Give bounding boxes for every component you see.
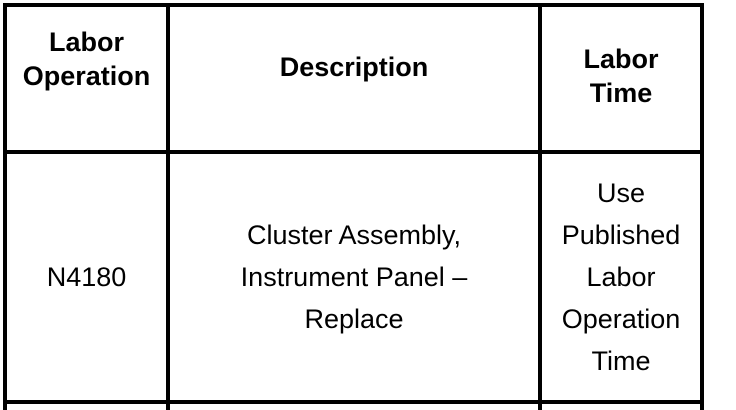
column-header-description: Description (170, 7, 542, 154)
cell-description: Cluster Assembly, Instrument Panel – Rep… (170, 154, 542, 400)
column-header-labor-operation: Labor Operation (7, 7, 170, 154)
table-border-stub-col1 (166, 404, 170, 410)
table-border-stub-right (700, 404, 704, 410)
cell-labor-time: Use Published Labor Operation Time (561, 178, 681, 376)
labor-operations-table: Labor Operation Description Labor Time N… (3, 3, 704, 404)
column-header-labor-time: Labor Time (542, 7, 700, 154)
table-border-stub-left (3, 404, 7, 410)
table-border-stub-col2 (538, 404, 542, 410)
cell-labor-operation-code: N4180 (7, 154, 170, 400)
